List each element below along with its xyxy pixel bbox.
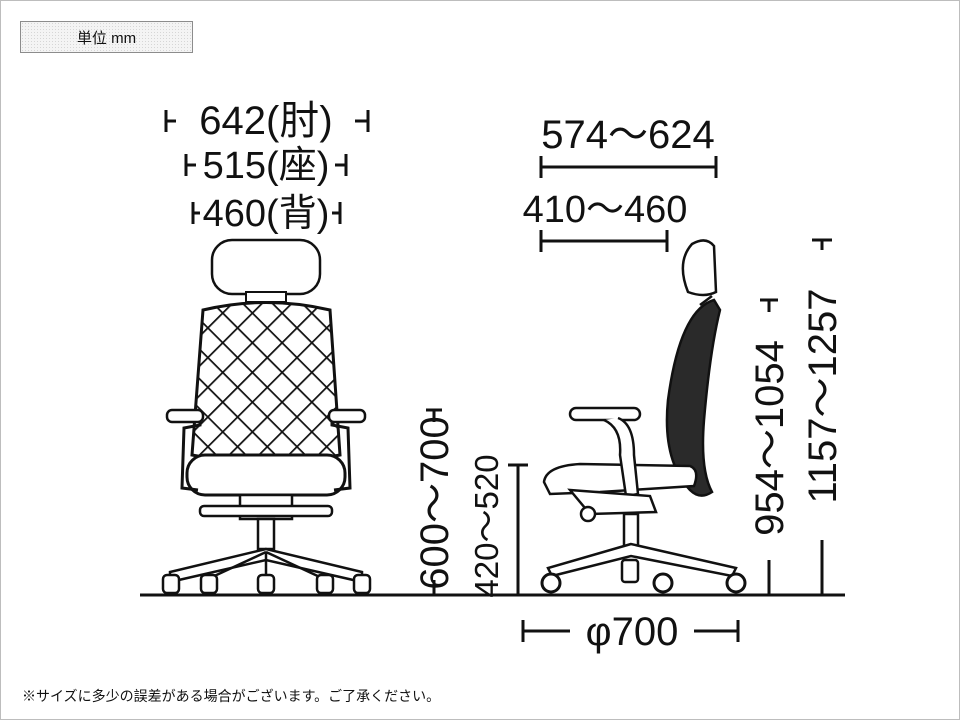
footnote: ※サイズに多少の誤差がある場合がございます。ご了承ください。 <box>22 688 441 704</box>
dim-seat-depth: 410～460 <box>523 189 688 231</box>
front-caster-3 <box>256 573 276 595</box>
front-view-chair <box>161 238 372 595</box>
side-back <box>665 298 722 497</box>
dim-line-460 <box>191 202 342 224</box>
front-armpad-left <box>165 408 205 424</box>
side-knob <box>579 505 597 523</box>
unit-label: 単位 mm <box>76 29 137 47</box>
side-caster-1 <box>540 572 562 594</box>
side-base-front-leg <box>620 558 640 584</box>
dim-line-954-1054 <box>760 298 778 595</box>
side-caster-3 <box>725 572 747 594</box>
side-headrest <box>681 239 718 297</box>
side-headrest-post <box>699 295 713 306</box>
front-caster-1 <box>161 573 181 595</box>
front-lever-bar <box>198 504 334 518</box>
unit-label-box: 単位 mm <box>20 21 193 53</box>
side-base <box>546 542 738 578</box>
dim-seat-width: 515(座) <box>203 145 330 187</box>
dim-line-642 <box>164 110 370 132</box>
dim-line-700 <box>521 620 740 642</box>
dim-base-diameter: φ700 <box>586 610 679 654</box>
dim-line-574-624 <box>539 156 718 178</box>
side-view-chair <box>540 239 747 594</box>
side-seat <box>542 462 698 496</box>
dim-total-height: 1157～1257 <box>801 289 845 504</box>
dim-line-420-520 <box>508 463 528 595</box>
dim-seat-height: 420～520 <box>468 454 505 597</box>
front-armpad-right <box>327 408 367 424</box>
front-seat <box>185 453 347 497</box>
side-gas-lift <box>622 512 640 548</box>
dim-back-width: 460(背) <box>203 193 330 235</box>
front-headrest-mount <box>245 291 287 303</box>
front-caster-4 <box>315 573 335 595</box>
dim-armrest-width: 642(肘) <box>199 99 332 143</box>
dim-armrest-height: 600～700 <box>413 416 457 589</box>
front-caster-5 <box>352 573 372 595</box>
dim-overall-depth: 574～624 <box>541 113 714 157</box>
dim-line-1157-1257 <box>812 238 832 595</box>
front-headrest <box>210 238 322 296</box>
dim-line-515 <box>184 154 348 176</box>
front-caster-2 <box>199 573 219 595</box>
dim-line-410-460 <box>539 230 669 252</box>
dim-line-600-700 <box>426 408 442 595</box>
side-armpad <box>568 406 642 422</box>
side-caster-2 <box>652 572 674 594</box>
front-mesh-back <box>190 301 342 464</box>
front-gas-lift <box>256 517 276 551</box>
dim-back-height: 954～1054 <box>748 340 792 536</box>
